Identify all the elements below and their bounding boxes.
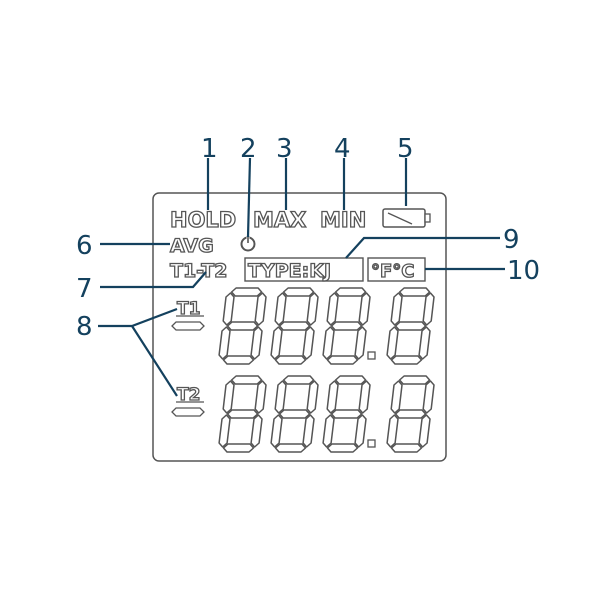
digit-segment <box>250 326 263 360</box>
digit-segment <box>418 414 431 448</box>
decimal-point-upper <box>367 351 376 360</box>
digit-segment <box>330 321 363 331</box>
digit-segment <box>274 380 287 414</box>
digit-segment <box>334 287 367 297</box>
seven-segment-display <box>218 287 435 453</box>
callout-5: 5 <box>397 134 414 164</box>
type-box <box>244 257 364 282</box>
digit-segment <box>358 292 371 326</box>
digit-segment <box>390 292 403 326</box>
digit-segment <box>390 380 403 414</box>
leader-line-7 <box>100 271 207 289</box>
digit-segment <box>274 292 287 326</box>
digit-segment <box>282 287 315 297</box>
digit-segment <box>394 409 427 419</box>
digit-segment <box>302 326 315 360</box>
digit-segment <box>226 409 259 419</box>
digit-segment <box>254 380 267 414</box>
callout-10: 10 <box>507 256 540 286</box>
digit-segment <box>226 321 259 331</box>
t1-t2-indicator: T1-T2 <box>170 260 227 282</box>
digit-segment <box>354 326 367 360</box>
t2-label: T2 <box>177 385 200 405</box>
min-indicator: MIN <box>320 208 366 232</box>
digit-segment <box>222 292 235 326</box>
digit-segment <box>398 375 431 385</box>
callout-8: 8 <box>76 312 93 342</box>
t2-minus-segment <box>171 407 205 417</box>
digit-segment <box>278 321 311 331</box>
digit-segment <box>326 292 339 326</box>
digit-segment <box>354 414 367 448</box>
digit-segment <box>394 321 427 331</box>
digit-segment <box>274 443 307 453</box>
digit-segment <box>326 355 359 365</box>
type-indicator: TYPE:KJ <box>248 260 331 282</box>
max-indicator: MAX <box>253 208 306 232</box>
digit-segment <box>322 414 335 448</box>
leader-line-9 <box>345 236 500 259</box>
leader-line-2 <box>246 157 252 238</box>
digit-segment <box>306 380 319 414</box>
digit-segment <box>358 380 371 414</box>
digit-segment <box>222 443 255 453</box>
digit-segment <box>250 414 263 448</box>
digit-segment <box>222 380 235 414</box>
digit-segment <box>322 326 335 360</box>
digit-segment <box>230 287 263 297</box>
leader-line-8b <box>131 325 178 397</box>
unit-indicator: °F°C <box>371 261 415 282</box>
digit-segment <box>422 292 435 326</box>
battery-icon <box>382 208 431 228</box>
digit-segment <box>330 409 363 419</box>
digit-segment <box>326 380 339 414</box>
callout-6: 6 <box>76 231 93 261</box>
digit-segment <box>422 380 435 414</box>
digit-segment <box>282 375 315 385</box>
digit-segment <box>386 326 399 360</box>
digit-segment <box>386 414 399 448</box>
digit-segment <box>230 375 263 385</box>
digit-segment <box>306 292 319 326</box>
digit-segment <box>222 355 255 365</box>
callout-7: 7 <box>76 274 93 304</box>
digit-segment <box>274 355 307 365</box>
t1-minus-segment <box>171 321 205 331</box>
decimal-point-lower <box>367 439 376 448</box>
digit-segment <box>278 409 311 419</box>
callout-3: 3 <box>276 134 293 164</box>
hold-indicator: HOLD <box>170 208 236 232</box>
callout-4: 4 <box>334 134 351 164</box>
digit-segment <box>390 443 423 453</box>
callout-1: 1 <box>201 134 218 164</box>
digit-segment <box>218 414 231 448</box>
auto-power-off-icon <box>240 236 256 252</box>
digit-segment <box>270 326 283 360</box>
digit-segment <box>334 375 367 385</box>
t1-label: T1 <box>177 299 200 319</box>
digit-segment <box>254 292 267 326</box>
digit-segment <box>326 443 359 453</box>
avg-indicator: AVG <box>170 235 214 257</box>
callout-2: 2 <box>240 134 257 164</box>
digit-segment <box>218 326 231 360</box>
digit-segment <box>398 287 431 297</box>
callout-9: 9 <box>503 225 520 255</box>
digit-segment <box>302 414 315 448</box>
digit-segment <box>418 326 431 360</box>
digit-segment <box>270 414 283 448</box>
digit-segment <box>390 355 423 365</box>
